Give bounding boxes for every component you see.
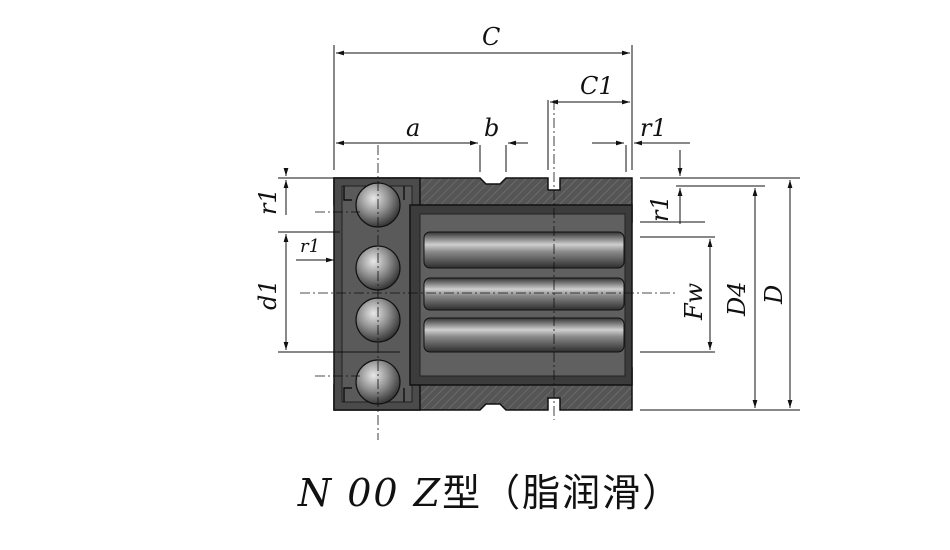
bearing-body [333, 177, 633, 411]
figure-caption: N 00 Z型（脂润滑） [0, 462, 950, 517]
label-d: D [760, 285, 788, 305]
label-a: a [406, 114, 420, 142]
roller [423, 277, 625, 311]
label-C: C [482, 23, 500, 51]
label-r1-left: r1 [254, 188, 282, 215]
caption-suffix: 型（脂润滑） [442, 471, 683, 515]
label-d1: d1 [254, 279, 282, 310]
center-lines [300, 100, 675, 440]
label-C1: C1 [580, 72, 614, 100]
label-r1-inner: r1 [300, 236, 320, 257]
label-fw: Fw [680, 282, 708, 321]
label-d4: D4 [723, 281, 751, 317]
label-r1-top: r1 [640, 114, 667, 142]
dimension-lines [278, 45, 800, 411]
roller [423, 317, 625, 353]
label-b: b [484, 114, 499, 142]
roller [423, 231, 625, 269]
label-r1-right: r1 [646, 195, 674, 222]
dimension-labels: C C1 a b r1 r1 Fw D4 D r1 d1 r1 [254, 23, 788, 321]
caption-model: N 00 Z [297, 471, 443, 515]
